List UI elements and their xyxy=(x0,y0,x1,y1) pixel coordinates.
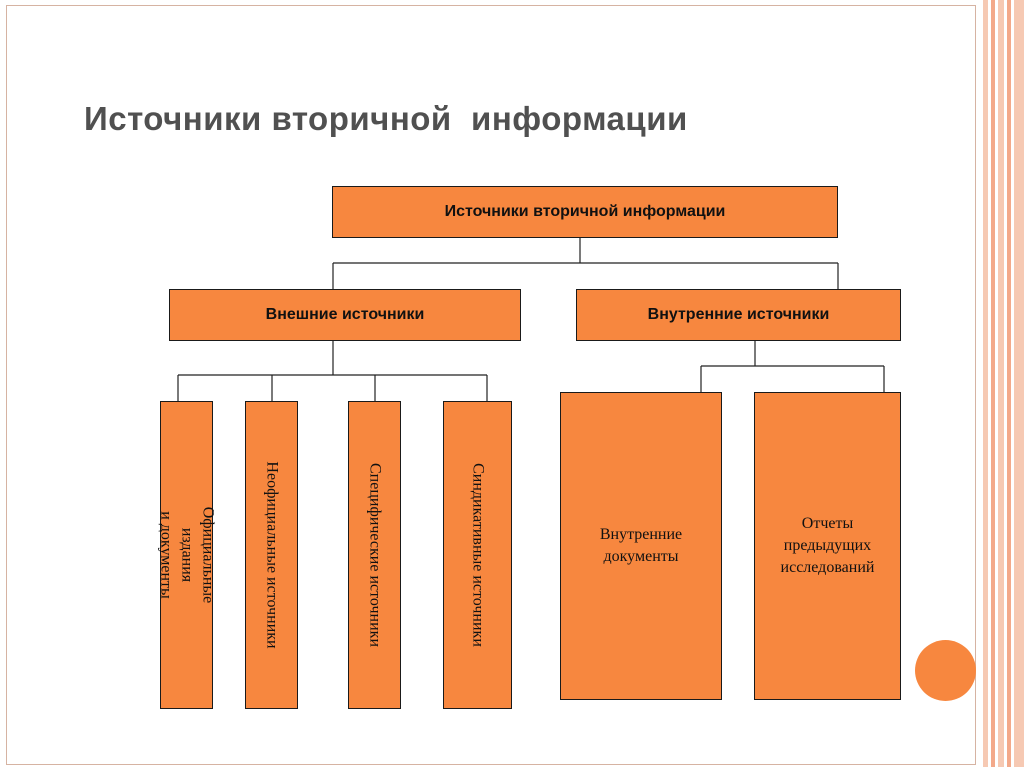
decor-stripe xyxy=(1007,0,1011,767)
previous-research-reports-node: Отчеты предыдущих исследований xyxy=(754,392,901,700)
unofficial-sources-node: Неофициальные источники xyxy=(245,401,298,709)
decor-circle xyxy=(915,640,976,701)
internal-documents-label: Внутренние документы xyxy=(599,526,683,565)
official-publications-node: Официальные издания и документы xyxy=(157,401,216,709)
slide-frame xyxy=(6,5,976,765)
root-node-label: Источники вторичной информации xyxy=(444,203,726,220)
official-publications-label: Официальные издания и документы xyxy=(157,506,216,604)
decor-stripe xyxy=(991,0,995,767)
decor-stripe xyxy=(998,0,1004,767)
specific-sources-label: Специфические источники xyxy=(366,462,383,648)
external-sources-label: Внешние источники xyxy=(265,306,425,323)
slide-title: Источники вторичной информации xyxy=(84,100,688,137)
unofficial-sources-label: Неофициальные источники xyxy=(263,461,280,649)
internal-documents-node: Внутренние документы xyxy=(560,392,722,700)
internal-sources-label: Внутренние источники xyxy=(647,306,830,323)
external-sources-node: Внешние источники xyxy=(169,289,521,341)
root-node: Источники вторичной информации xyxy=(332,186,838,238)
decor-stripe xyxy=(1014,0,1024,767)
internal-sources-node: Внутренние источники xyxy=(576,289,901,341)
previous-research-reports-label: Отчеты предыдущих исследований xyxy=(780,515,875,576)
syndicated-sources-node: Синдикативные источники xyxy=(443,401,512,709)
syndicated-sources-label: Синдикативные источники xyxy=(469,463,486,647)
decor-stripe xyxy=(983,0,988,767)
specific-sources-node: Специфические источники xyxy=(348,401,401,709)
